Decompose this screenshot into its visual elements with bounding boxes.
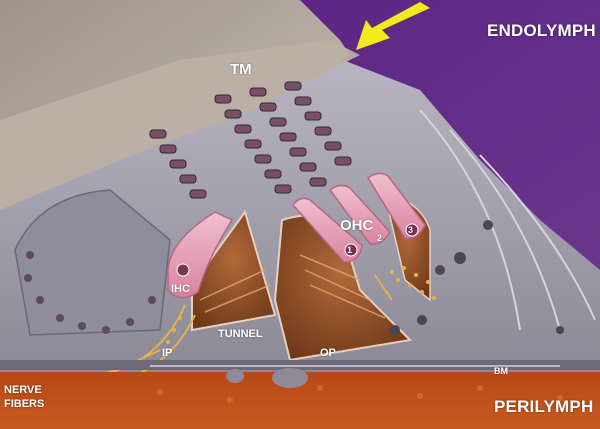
ohc-2-label: 2: [377, 233, 383, 243]
outer-hair-cell-1: [292, 197, 363, 263]
op-label: OP: [320, 347, 336, 359]
tectorial-membrane: [0, 40, 360, 210]
endolymph-label: ENDOLYMPH: [487, 21, 596, 40]
tm-label: TM: [230, 61, 252, 78]
outer-hair-cell-3: [367, 172, 426, 239]
ohc-label: OHC: [340, 217, 374, 234]
basilar-membrane: [0, 360, 600, 370]
ip-label: IP: [162, 347, 173, 359]
inner-sulcus-cells: [14, 189, 171, 336]
ihc-label: IHC: [171, 283, 190, 295]
outer-hair-cell-2: [328, 184, 391, 245]
nerve-label: NERVE: [4, 384, 42, 396]
tunnel-label: TUNNEL: [218, 328, 263, 340]
perilymph-label: PERILYMPH: [494, 397, 594, 416]
fibers-label: FIBERS: [4, 398, 45, 410]
perilymph-region: [0, 372, 600, 429]
ohc-1-label: 1: [347, 245, 353, 255]
arrow-icon: [356, 2, 430, 50]
tunnel-of-corti: [191, 209, 277, 332]
bm-label: BM: [494, 366, 508, 376]
ohc-3-label: 3: [408, 225, 414, 235]
stereocilia-rows: [149, 81, 352, 199]
